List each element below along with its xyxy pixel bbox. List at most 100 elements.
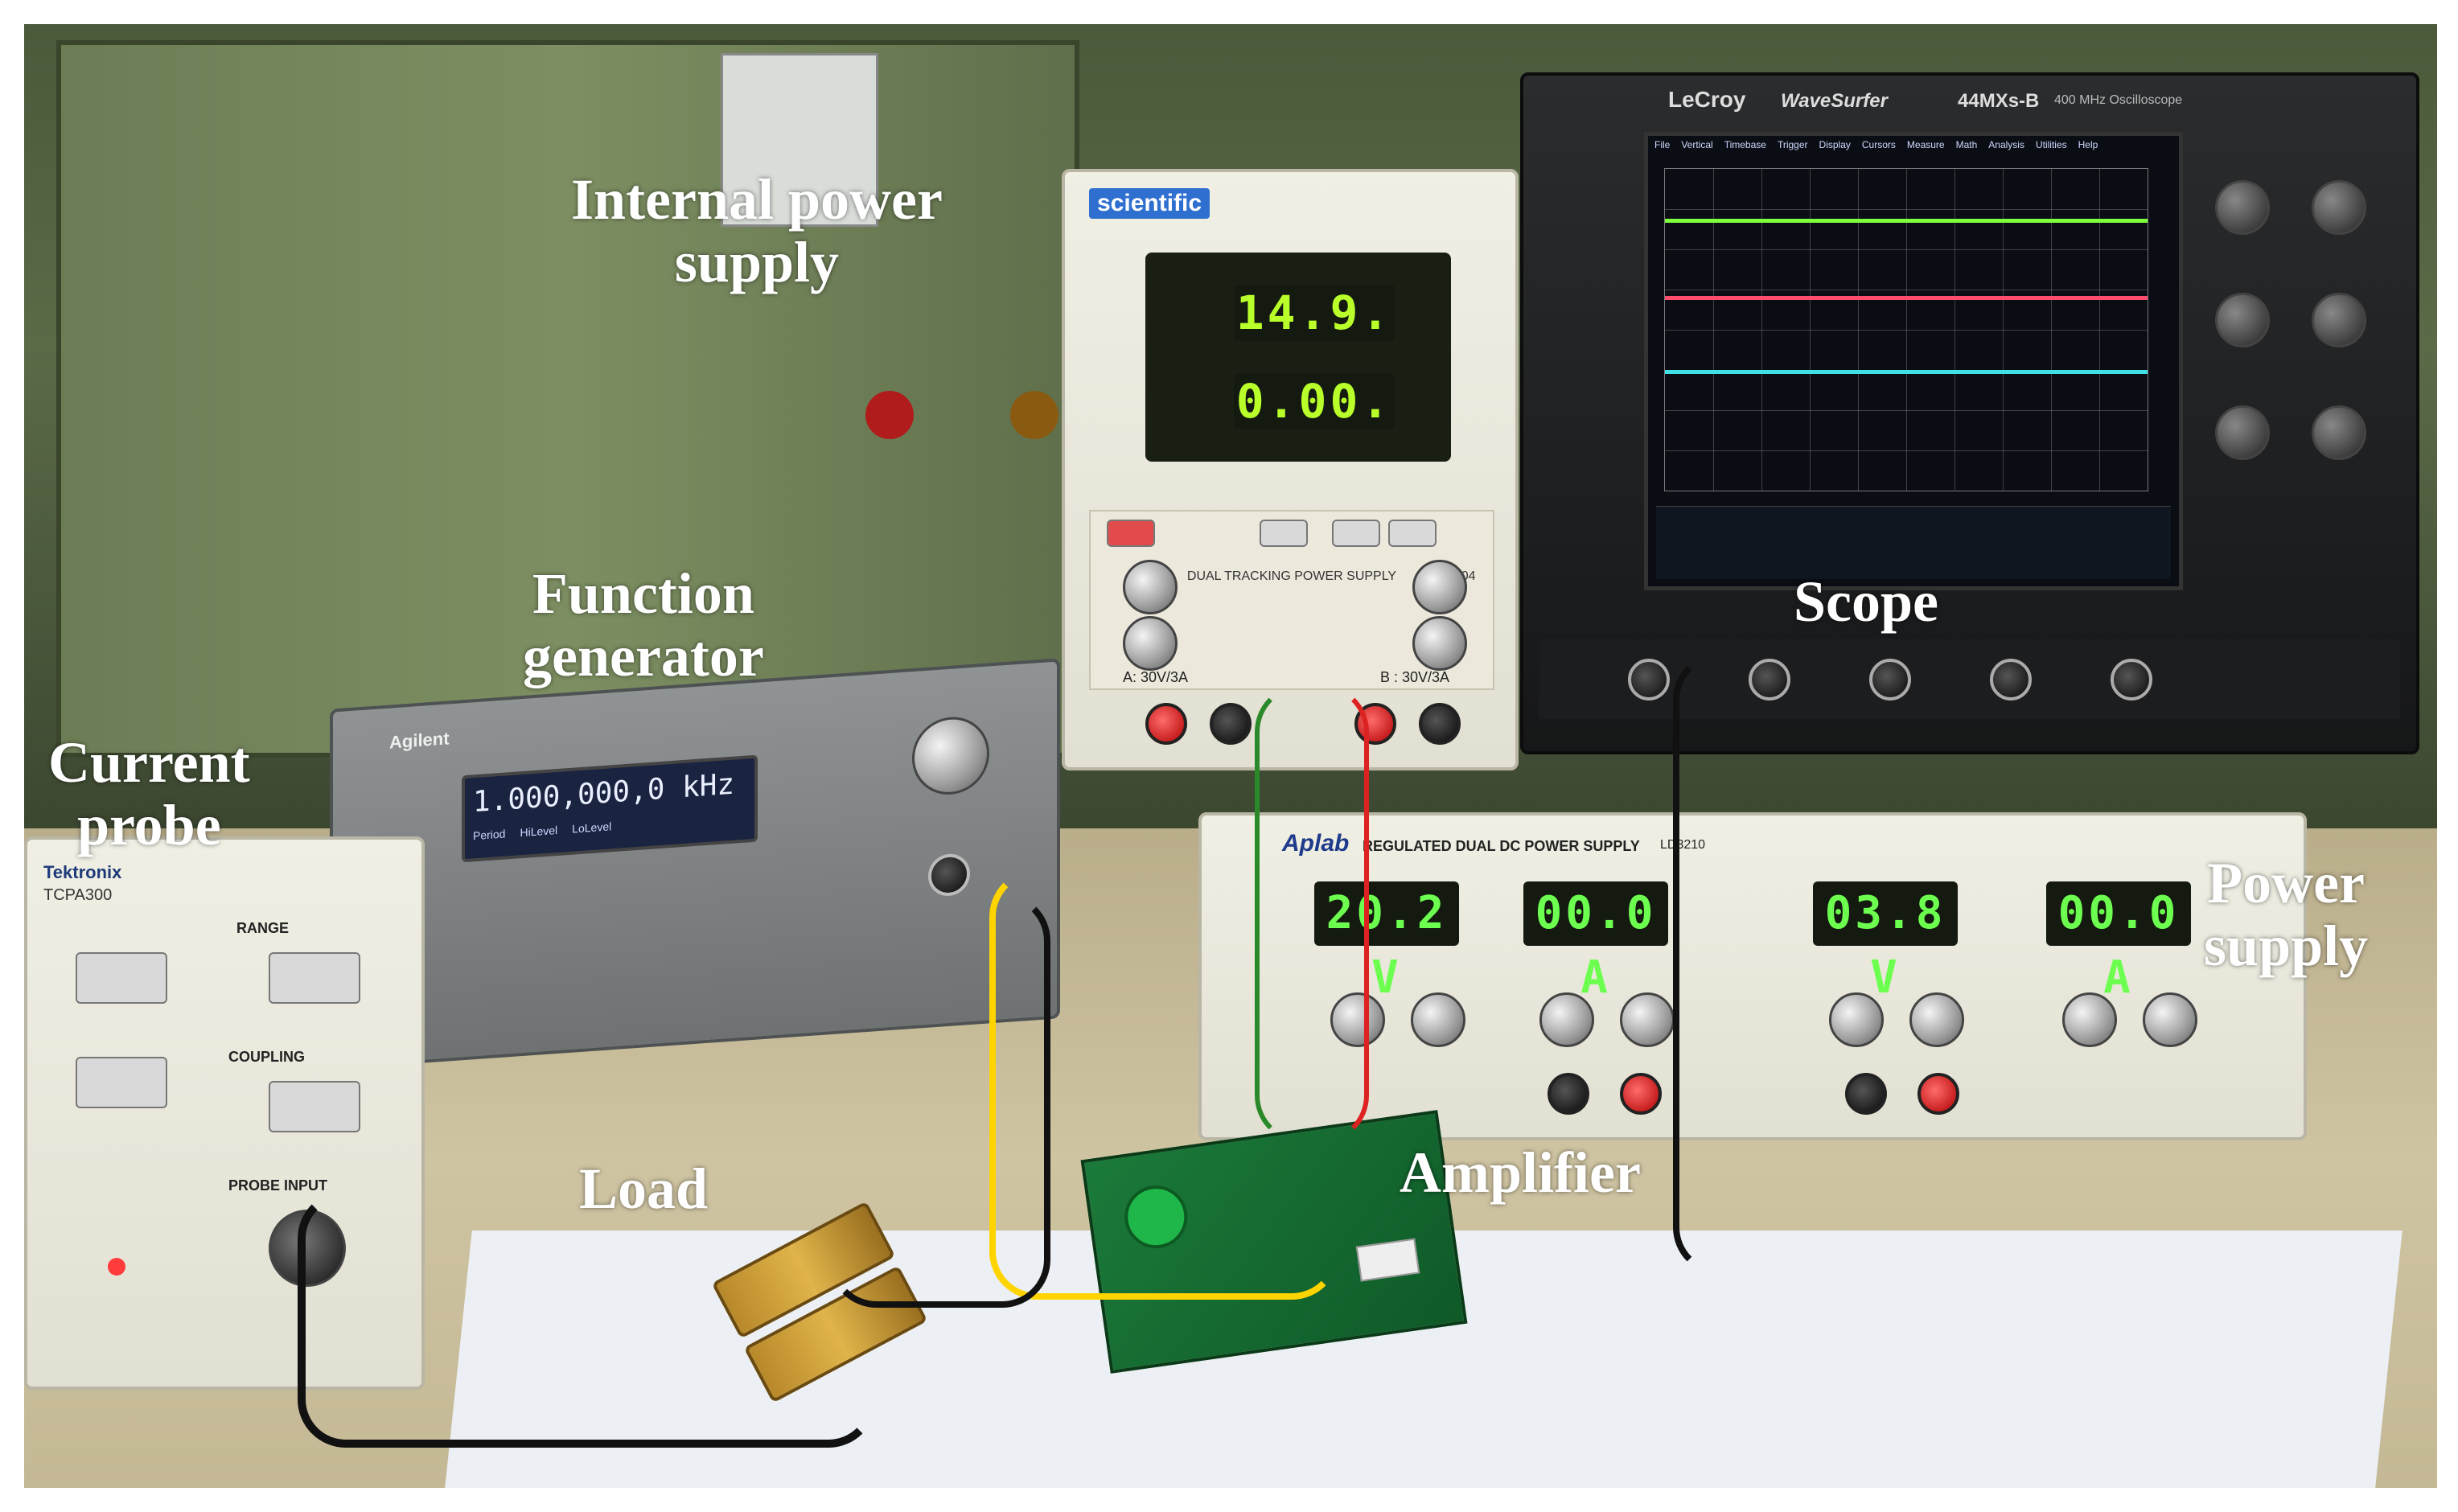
internal-supply-track-button[interactable] — [1388, 520, 1437, 547]
internal-supply-jack-a-minus[interactable] — [1210, 703, 1252, 745]
current-probe-model: TCPA300 — [43, 886, 113, 904]
scope-menu-item-timebase[interactable]: Timebase — [1724, 139, 1766, 150]
scope-input-5[interactable] — [2111, 659, 2152, 701]
probe-degauss-button[interactable] — [76, 952, 167, 1004]
scope-input-4[interactable] — [1990, 659, 2032, 701]
scope-menu-item-cursors[interactable]: Cursors — [1861, 139, 1896, 150]
function-generator-dial[interactable] — [912, 714, 989, 798]
fine-knob-a[interactable] — [1123, 616, 1178, 671]
scope-knob-3[interactable] — [2215, 293, 2270, 347]
pcb-connector — [1355, 1238, 1420, 1282]
fg-softkey-period[interactable]: Period — [473, 827, 506, 843]
label-load: Load — [579, 1157, 709, 1221]
label-power-supply-line2: supply — [2204, 913, 2369, 978]
scope-control-panel — [2199, 132, 2400, 582]
scope-menu-item-trigger[interactable]: Trigger — [1777, 139, 1808, 150]
internal-supply-power-button[interactable] — [1107, 520, 1155, 547]
scope-input-3[interactable] — [1869, 659, 1911, 701]
scope-model: 44MXs-B — [1958, 90, 2040, 112]
internal-supply-jack-a-plus[interactable] — [1145, 703, 1187, 745]
external-voltage-fine-knob-2[interactable] — [1909, 992, 1964, 1047]
scope-gridline-vertical — [2003, 169, 2004, 491]
channel-b-label: B : 30V/3A — [1380, 669, 1450, 685]
fg-softkey-lolevel[interactable]: LoLevel — [572, 820, 612, 836]
electrical-cabinet — [56, 40, 1079, 758]
scope-trace-cyan — [1665, 370, 2148, 374]
external-output-minus-1[interactable] — [1548, 1073, 1589, 1115]
wire-black-scope — [1673, 651, 1847, 1276]
external-current-coarse-knob-1[interactable] — [1539, 992, 1594, 1047]
oscilloscope: LeCroy WaveSurfer 44MXs-B 400 MHz Oscill… — [1520, 72, 2419, 754]
external-current-fine-knob-2[interactable] — [2143, 992, 2197, 1047]
scope-menu-item-math[interactable]: Math — [1955, 139, 1978, 150]
probe-status-led — [108, 1258, 125, 1276]
scope-menu-item-help[interactable]: Help — [2078, 139, 2098, 150]
external-supply-readout-4: 00.0 A — [2046, 881, 2191, 1004]
external-current-fine-knob-1[interactable] — [1620, 992, 1675, 1047]
scope-menu-item-vertical[interactable]: Vertical — [1681, 139, 1713, 150]
function-generator-keypad — [783, 721, 888, 881]
label-power-supply-line1: Power — [2207, 851, 2366, 915]
scope-menu-item-display[interactable]: Display — [1819, 139, 1851, 150]
external-voltage-coarse-knob-2[interactable] — [1829, 992, 1884, 1047]
scope-trace-green — [1665, 219, 2148, 223]
cabinet-amber-light — [1010, 391, 1058, 439]
label-internal-power-supply-line2: supply — [674, 229, 840, 294]
scope-screen: File Vertical Timebase Trigger Display Cursor… — [1644, 132, 2183, 590]
internal-supply-brand: scientific — [1089, 188, 1211, 219]
fine-knob-b[interactable] — [1412, 616, 1467, 671]
probe-manual-balance-button[interactable] — [76, 1057, 167, 1108]
function-generator-output[interactable] — [928, 853, 970, 898]
scope-menu-item-utilities[interactable]: Utilities — [2035, 139, 2067, 150]
internal-supply-button-a[interactable] — [1260, 520, 1308, 547]
external-current-coarse-knob-2[interactable] — [2062, 992, 2117, 1047]
external-voltage-fine-knob-1[interactable] — [1411, 992, 1465, 1047]
scope-gridline-horizontal — [1665, 450, 2148, 451]
internal-supply-button-b[interactable] — [1332, 520, 1380, 547]
external-output-plus-1[interactable] — [1620, 1073, 1662, 1115]
label-function-generator: Function generator — [523, 561, 764, 688]
external-output-minus-2[interactable] — [1845, 1073, 1887, 1115]
channel-a-label: A: 30V/3A — [1123, 669, 1189, 685]
scope-menu-item-analysis[interactable]: Analysis — [1988, 139, 2024, 150]
external-voltage-coarse-knob-1[interactable] — [1330, 992, 1385, 1047]
scope-knob-6[interactable] — [2312, 405, 2366, 460]
scope-knob-4[interactable] — [2312, 293, 2366, 347]
scope-knob-2[interactable] — [2312, 180, 2366, 235]
external-supply-readout-3: 03.8 V — [1813, 881, 1958, 1004]
external-power-supply: Aplab REGULATED DUAL DC POWER SUPPLY LD3… — [1198, 812, 2307, 1140]
label-function-generator-line1: Function — [532, 561, 754, 626]
probe-coupling-button[interactable] — [269, 1081, 360, 1132]
scope-measure-panel — [1656, 506, 2171, 579]
scope-gridline-horizontal — [1665, 209, 2148, 210]
scope-gridline-horizontal — [1665, 330, 2148, 331]
function-generator-softkey-labels: Period HiLevel LoLevel — [473, 820, 611, 842]
function-generator-display: 1.000,000,0 kHz Period HiLevel LoLevel — [462, 754, 758, 863]
label-amplifier: Amplifier — [1400, 1140, 1641, 1205]
scope-graticule — [1664, 168, 2148, 491]
scope-input-2[interactable] — [1749, 659, 1790, 701]
scope-menu-item-measure[interactable]: Measure — [1906, 139, 1945, 150]
scope-trace-red — [1665, 296, 2148, 300]
external-output-plus-2[interactable] — [1917, 1073, 1959, 1115]
scope-gridline-vertical — [1954, 169, 1955, 491]
scope-knob-5[interactable] — [2215, 405, 2270, 460]
internal-supply-display-bottom: 0.00. — [1234, 373, 1395, 429]
external-supply-caption: REGULATED DUAL DC POWER SUPPLY — [1363, 838, 1640, 854]
scope-gridline-vertical — [1761, 169, 1762, 491]
coarse-knob-a[interactable] — [1123, 560, 1178, 614]
internal-supply-jack-b-minus[interactable] — [1419, 703, 1461, 745]
label-internal-power-supply-line1: Internal power — [571, 167, 943, 232]
external-supply-brand: Aplab — [1282, 830, 1350, 857]
scope-menu-item-file[interactable]: File — [1654, 139, 1671, 150]
wire-yellow — [989, 869, 1340, 1300]
scope-knob-1[interactable] — [2215, 180, 2270, 235]
scope-model-name: WaveSurfer — [1781, 90, 1888, 112]
internal-supply-display: 14.9. 0.00. — [1145, 253, 1451, 462]
probe-range-button[interactable] — [269, 952, 360, 1004]
current-probe-amplifier: Tektronix TCPA300 RANGE COUPLING PROBE I… — [24, 836, 425, 1390]
coarse-knob-b[interactable] — [1412, 560, 1467, 614]
fg-softkey-hilevel[interactable]: HiLevel — [520, 823, 558, 840]
function-generator-frequency: 1.000,000,0 kHz — [473, 767, 735, 820]
scope-input-1[interactable] — [1628, 659, 1670, 701]
